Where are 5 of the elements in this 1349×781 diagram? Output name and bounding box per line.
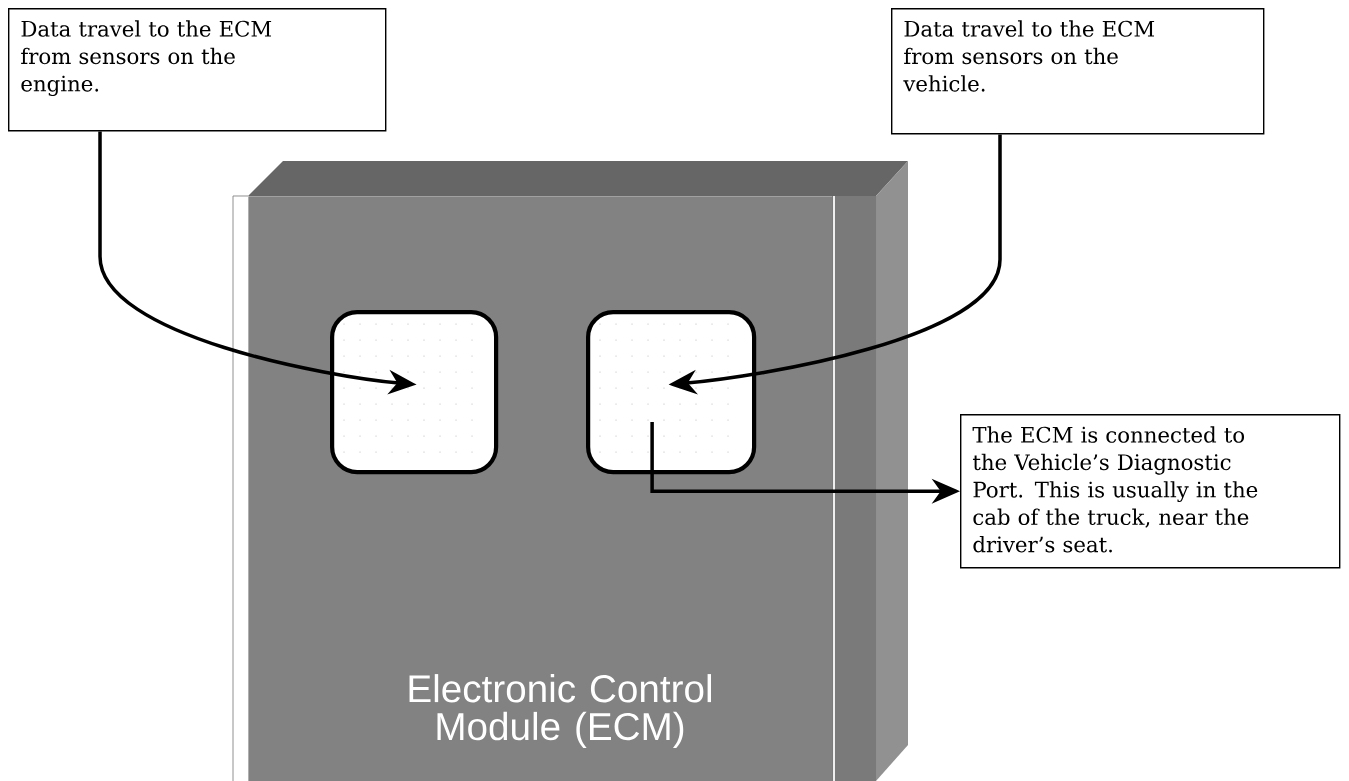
callout-box: Data travel to the ECM from sensors on the vehicle. [891, 8, 1265, 135]
port-square [330, 310, 499, 475]
callout-box: The ECM is connected to the Vehicle’s Diagnostic Port. This is usually in the cab of the truck, near the driver’s seat. [960, 414, 1341, 569]
port-square [586, 310, 757, 475]
callout-box: Data travel to the ECM from sensors on the engine. [8, 8, 387, 132]
